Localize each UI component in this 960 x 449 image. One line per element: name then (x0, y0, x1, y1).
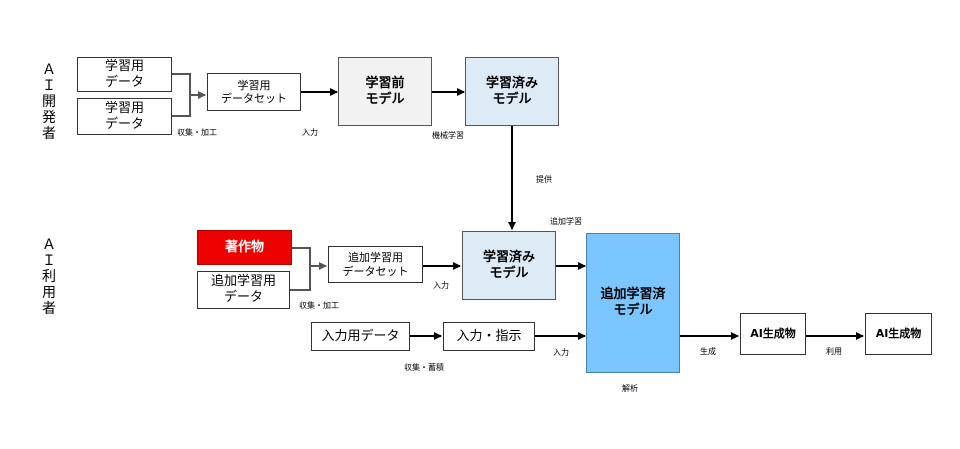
label-user-collect: 収集・加工 (299, 301, 339, 310)
actor-user-label: ＡＩ利用者 (42, 237, 56, 317)
input-data-box: 入力用データ (311, 322, 410, 351)
pre-training-model-box: 学習前 モデル (338, 57, 432, 126)
label-collect-store: 収集・蓄積 (404, 363, 444, 372)
label-user-input-1: 入力 (433, 281, 449, 290)
merge-line-dev (172, 73, 191, 117)
label-dev-ml: 機械学習 (432, 131, 464, 140)
actor-developer-label: ＡＩ開発者 (42, 62, 56, 142)
training-data-box-1: 学習用 データ (77, 57, 172, 92)
label-dev-input: 入力 (302, 128, 318, 137)
label-add-learn: 追加学習 (550, 217, 582, 226)
label-generate: 生成 (700, 347, 716, 356)
additional-dataset-box: 追加学習用 データセット (328, 246, 423, 283)
label-provide: 提供 (536, 175, 552, 184)
additionally-trained-model-box: 追加学習済 モデル (586, 233, 680, 373)
copyrighted-work-box: 著作物 (197, 230, 292, 265)
training-data-box-2: 学習用 データ (77, 98, 172, 135)
label-dev-collect: 収集・加工 (177, 128, 217, 137)
training-dataset-box: 学習用 データセット (207, 73, 301, 111)
additional-training-data-box: 追加学習用 データ (197, 271, 290, 309)
label-analyze: 解析 (622, 384, 638, 393)
input-instruction-box: 入力・指示 (443, 322, 535, 351)
trained-model-box-user: 学習済み モデル (462, 231, 556, 300)
ai-output-box-2: AI生成物 (865, 313, 932, 355)
ai-output-box-1: AI生成物 (740, 313, 806, 355)
label-use: 利用 (826, 347, 842, 356)
label-user-input-2: 入力 (553, 348, 569, 357)
merge-line-user (290, 247, 311, 291)
trained-model-box-dev: 学習済み モデル (465, 57, 559, 126)
